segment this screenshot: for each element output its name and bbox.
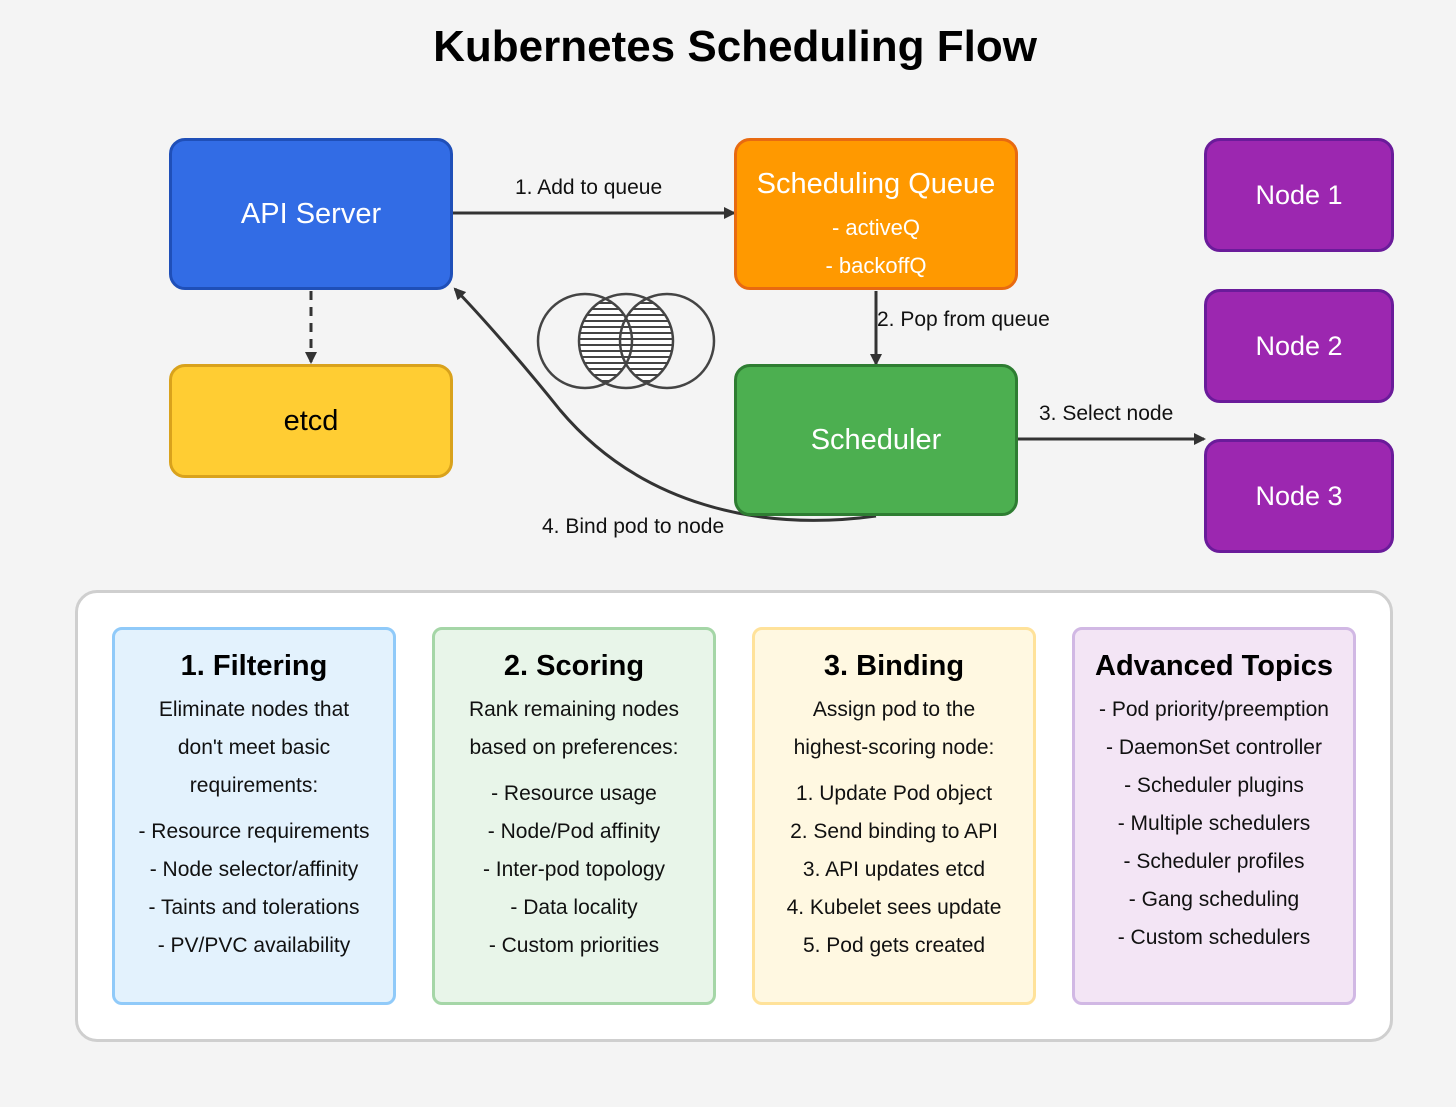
phase-title: 3. Binding xyxy=(823,650,965,682)
phase-title: 1. Filtering xyxy=(180,650,328,682)
queue-item-activeq: - activeQ xyxy=(831,215,921,240)
api-server-node: API Server xyxy=(169,138,453,290)
list-item: - Node selector/affinity xyxy=(149,858,359,881)
phase-items: - Pod priority/preemption - DaemonSet co… xyxy=(1075,691,1353,957)
node-1: Node 1 xyxy=(1204,138,1394,252)
queue-title: Scheduling Queue xyxy=(756,168,996,200)
description-line: Assign pod to the xyxy=(812,698,976,721)
description-line: based on preferences: xyxy=(469,736,679,759)
phase-description: Rank remaining nodes based on preference… xyxy=(449,691,699,767)
edge-label-add-to-queue: 1. Add to queue xyxy=(515,176,663,199)
phase-items: - Resource requirements - Node selector/… xyxy=(115,813,393,965)
node-2: Node 2 xyxy=(1204,289,1394,403)
scheduler-node: Scheduler xyxy=(734,364,1018,516)
api-server-label: API Server xyxy=(240,197,382,230)
list-item: - Gang scheduling xyxy=(1128,888,1300,911)
node-2-label: Node 2 xyxy=(1255,330,1343,361)
list-item: - Data locality xyxy=(510,896,638,919)
list-item: - Taints and tolerations xyxy=(148,896,360,919)
description-line: requirements: xyxy=(189,774,319,797)
phase-title: Advanced Topics xyxy=(1095,650,1333,682)
list-item: 2. Send binding to API xyxy=(790,820,998,843)
diagram-title: Kubernetes Scheduling Flow xyxy=(433,22,1037,71)
list-item: 4. Kubelet sees update xyxy=(786,896,1002,919)
phase-card-binding: 3. Binding Assign pod to the highest-sco… xyxy=(752,627,1036,1005)
list-item: - DaemonSet controller xyxy=(1106,736,1322,759)
list-item: - Resource usage xyxy=(491,782,657,805)
node-1-label: Node 1 xyxy=(1255,179,1343,210)
phase-description: Eliminate nodes that don't meet basic re… xyxy=(129,691,379,805)
list-item: - Custom priorities xyxy=(488,934,660,957)
phase-card-filtering: 1. Filtering Eliminate nodes that don't … xyxy=(112,627,396,1005)
description-line: Eliminate nodes that xyxy=(158,698,350,721)
list-item: - Inter-pod topology xyxy=(482,858,666,881)
list-item: - PV/PVC availability xyxy=(157,934,351,957)
phase-card-scoring: 2. Scoring Rank remaining nodes based on… xyxy=(432,627,716,1005)
description-line: Rank remaining nodes xyxy=(468,698,680,721)
edge-label-pop-from-queue: 2. Pop from queue xyxy=(877,308,1050,331)
edge-label-select-node: 3. Select node xyxy=(1039,402,1174,425)
scheduling-queue-node: Scheduling Queue - activeQ - backoffQ xyxy=(734,138,1018,290)
list-item: - Multiple schedulers xyxy=(1117,812,1311,835)
node-3: Node 3 xyxy=(1204,439,1394,553)
list-item: 3. API updates etcd xyxy=(802,858,986,881)
queue-item-backoffq: - backoffQ xyxy=(825,253,927,278)
phase-card-advanced-topics: Advanced Topics - Pod priority/preemptio… xyxy=(1072,627,1356,1005)
list-item: - Custom schedulers xyxy=(1117,926,1311,949)
etcd-label: etcd xyxy=(283,404,339,437)
phase-items: 1. Update Pod object 2. Send binding to … xyxy=(755,775,1033,965)
list-item: 5. Pod gets created xyxy=(802,934,986,957)
edge-label-bind-pod: 4. Bind pod to node xyxy=(542,515,725,538)
list-item: - Resource requirements xyxy=(138,820,370,843)
list-item: - Node/Pod affinity xyxy=(487,820,661,843)
phase-description: Assign pod to the highest-scoring node: xyxy=(769,691,1019,767)
venn-diagram-icon xyxy=(536,292,716,390)
scheduler-label: Scheduler xyxy=(810,423,942,456)
description-line: highest-scoring node: xyxy=(793,736,995,759)
list-item: - Scheduler profiles xyxy=(1123,850,1305,873)
phase-title: 2. Scoring xyxy=(503,650,645,682)
node-3-label: Node 3 xyxy=(1255,480,1343,511)
etcd-node: etcd xyxy=(169,364,453,478)
list-item: - Scheduler plugins xyxy=(1124,774,1304,797)
phase-items: - Resource usage - Node/Pod affinity - I… xyxy=(435,775,713,965)
list-item: - Pod priority/preemption xyxy=(1099,698,1329,721)
list-item: 1. Update Pod object xyxy=(795,782,993,805)
description-line: don't meet basic xyxy=(177,736,331,759)
